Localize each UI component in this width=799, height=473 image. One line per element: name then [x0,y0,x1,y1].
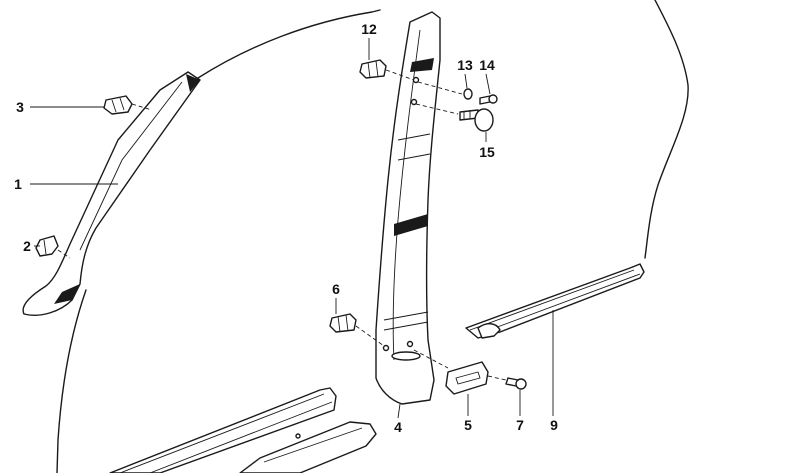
clip-part-6 [329,313,385,347]
sill-strip-part-9 [465,263,645,339]
callout-13: 13 [457,57,473,73]
callout-15: 15 [479,144,495,160]
body-outline [56,0,689,473]
washer-part-13 [417,81,473,100]
plate-part-5 [413,349,489,395]
bracket-part-2 [35,235,59,257]
leader-lines [30,38,554,419]
callout-12: 12 [361,21,377,37]
callout-3: 3 [16,99,24,115]
callout-7: 7 [516,417,524,433]
b-pillar-trim [375,11,441,405]
callout-1: 1 [14,176,22,192]
callout-2: 2 [23,238,31,254]
callout-6: 6 [332,281,340,297]
a-pillar-trim [22,71,201,316]
hook-part-15 [415,103,494,132]
clip-part-12 [359,59,415,81]
clip-part-3 [103,95,133,115]
screw-part-14 [479,94,498,105]
callout-5: 5 [464,417,472,433]
lower-sill [109,387,377,473]
screw-part-7 [487,375,527,390]
callout-4: 4 [394,419,402,435]
callout-9: 9 [550,417,558,433]
callout-14: 14 [479,57,495,73]
